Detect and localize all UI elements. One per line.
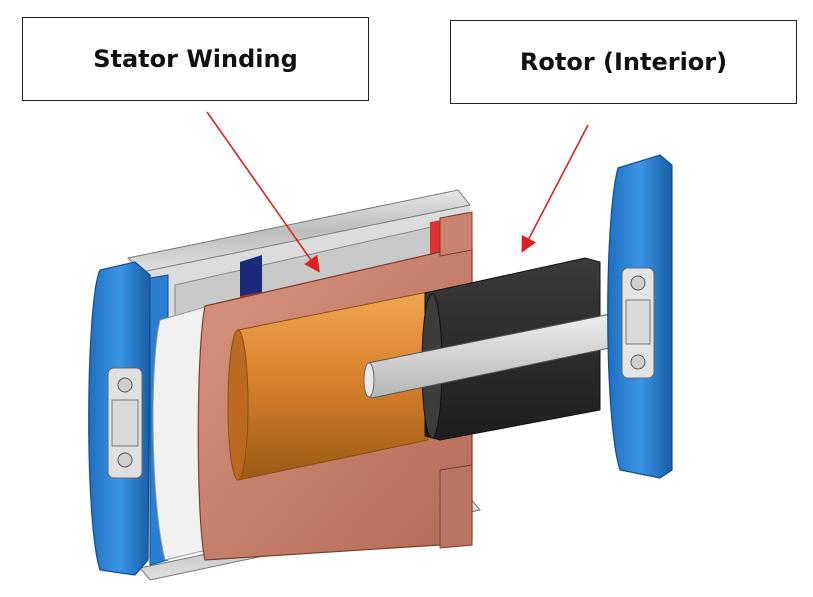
stator-winding-label-box: Stator Winding	[22, 17, 369, 101]
rotor-interior-label: Rotor (Interior)	[519, 48, 728, 76]
right-end-cap	[607, 154, 673, 479]
rotor-pointer-arrow	[521, 124, 589, 253]
left-end-cap	[88, 261, 169, 576]
stator-pointer-arrow	[206, 111, 320, 273]
stator-winding-label: Stator Winding	[93, 45, 298, 73]
stator-winding-coil	[227, 291, 429, 481]
rotor-interior-label-box: Rotor (Interior)	[450, 20, 797, 104]
